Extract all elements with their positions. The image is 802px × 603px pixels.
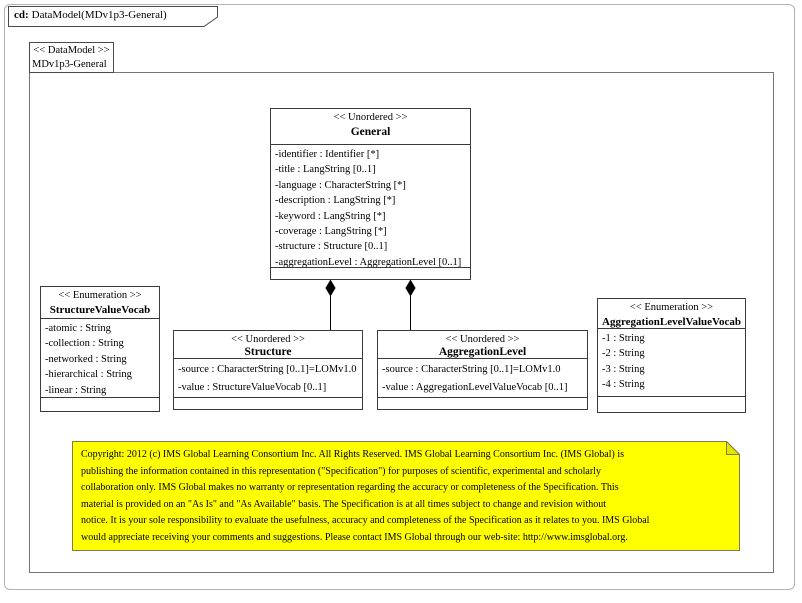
class-aggregationlevel-header: << Unordered >> AggregationLevel bbox=[378, 331, 587, 359]
class-structurevaluevocab-operations-empty bbox=[41, 398, 159, 411]
attribute-row: -source : CharacterString [0..1]=LOMv1.0 bbox=[382, 364, 561, 375]
frame-label-prefix: cd: bbox=[14, 9, 29, 21]
note-line: would appreciate receiving your comments… bbox=[81, 531, 628, 543]
class-general-operations-empty bbox=[271, 268, 470, 279]
class-structure-stereotype: << Unordered >> bbox=[231, 334, 305, 345]
note-line: collaboration only. IMS Global makes no … bbox=[81, 482, 619, 493]
attribute-row: -hierarchical : String bbox=[45, 369, 132, 381]
frame-label-shape bbox=[8, 6, 218, 27]
attribute-row: -structure : Structure [0..1] bbox=[275, 241, 388, 253]
attribute-row: -value : AggregationLevelValueVocab [0..… bbox=[382, 382, 568, 393]
attribute-row: -4 : String bbox=[602, 379, 645, 391]
class-structurevaluevocab-stereotype: << Enumeration >> bbox=[58, 290, 142, 301]
class-structure-attributes: -source : CharacterString [0..1]=LOMv1.0… bbox=[174, 359, 362, 398]
class-aggregationlevel-stereotype: << Unordered >> bbox=[445, 334, 520, 345]
class-structurevaluevocab-name: StructureValueVocab bbox=[49, 304, 151, 316]
class-aggregationlevelvaluevocab-operations-empty bbox=[598, 397, 745, 412]
attribute-row: -description : LangString [*] bbox=[275, 195, 396, 207]
attribute-row: -value : StructureValueVocab [0..1] bbox=[178, 382, 327, 393]
note-line: publishing the information contained in … bbox=[81, 465, 601, 477]
class-structurevaluevocab-attributes: -atomic : String -collection : String -n… bbox=[41, 319, 159, 398]
attribute-row: -aggregationLevel : AggregationLevel [0.… bbox=[275, 256, 462, 268]
class-structurevaluevocab: << Enumeration >> StructureValueVocab -a… bbox=[40, 286, 160, 412]
class-aggregationlevelvaluevocab-name: AggregationLevelValueVocab bbox=[602, 316, 741, 328]
class-structurevaluevocab-header: << Enumeration >> StructureValueVocab bbox=[41, 287, 159, 319]
attribute-row: -collection : String bbox=[45, 338, 124, 350]
class-structure-name: Structure bbox=[244, 346, 292, 358]
composition-general-structure bbox=[324, 279, 337, 335]
attribute-row: -3 : String bbox=[602, 363, 645, 375]
attribute-row: -linear : String bbox=[45, 384, 107, 396]
note-line: notice. It is your sole responsibility t… bbox=[81, 515, 650, 526]
class-aggregationlevel-name: AggregationLevel bbox=[438, 346, 527, 358]
class-aggregationlevelvaluevocab-attributes: -1 : String -2 : String -3 : String -4 :… bbox=[598, 329, 745, 397]
class-structure: << Unordered >> Structure -source : Char… bbox=[173, 330, 363, 410]
package-name: MDv1p3-General bbox=[32, 59, 107, 70]
class-general-name: General bbox=[350, 126, 391, 138]
class-general-header: << Unordered >> General bbox=[271, 109, 470, 145]
composition-general-aggregationlevel bbox=[404, 279, 417, 335]
class-structure-header: << Unordered >> Structure bbox=[174, 331, 362, 359]
attribute-row: -networked : String bbox=[45, 353, 127, 365]
attribute-row: -2 : String bbox=[602, 348, 645, 360]
note-line: material is provided on an "As Is" and "… bbox=[81, 498, 607, 510]
copyright-note: Copyright: 2012 (c) IMS Global Learning … bbox=[72, 441, 740, 551]
frame-label-title: DataModel(MDv1p3-General) bbox=[31, 9, 167, 21]
class-general-stereotype: << Unordered >> bbox=[333, 112, 408, 123]
attribute-row: -title : LangString [0..1] bbox=[275, 164, 376, 176]
package-stereotype: << DataModel >> bbox=[33, 45, 110, 56]
frame-label-text: cd:DataModel(MDv1p3-General) bbox=[14, 9, 167, 21]
attribute-row: -language : CharacterString [*] bbox=[275, 179, 406, 191]
note-shape bbox=[72, 441, 740, 551]
note-fold-corner bbox=[726, 441, 740, 455]
copyright-note-text: Copyright: 2012 (c) IMS Global Learning … bbox=[81, 447, 733, 546]
attribute-row: -keyword : LangString [*] bbox=[275, 210, 386, 222]
class-aggregationlevel: << Unordered >> AggregationLevel -source… bbox=[377, 330, 588, 410]
class-aggregationlevelvaluevocab: << Enumeration >> AggregationLevelValueV… bbox=[597, 298, 746, 413]
attribute-row: -source : CharacterString [0..1]=LOMv1.0 bbox=[178, 364, 357, 375]
note-line: Copyright: 2012 (c) IMS Global Learning … bbox=[81, 449, 624, 460]
class-general: << Unordered >> General -identifier : Id… bbox=[270, 108, 471, 280]
composition-diamond-line bbox=[325, 279, 336, 330]
attribute-row: -coverage : LangString [*] bbox=[275, 226, 387, 238]
diagram-frame-label: cd:DataModel(MDv1p3-General) bbox=[8, 6, 218, 27]
composition-diamond-line bbox=[405, 279, 416, 330]
package-tab: << DataModel >> MDv1p3-General bbox=[29, 42, 114, 73]
class-aggregationlevel-attributes: -source : CharacterString [0..1]=LOMv1.0… bbox=[378, 359, 587, 398]
class-aggregationlevelvaluevocab-header: << Enumeration >> AggregationLevelValueV… bbox=[598, 299, 745, 329]
attribute-row: -1 : String bbox=[602, 333, 645, 344]
attribute-row: -atomic : String bbox=[45, 323, 111, 334]
attribute-row: -identifier : Identifier [*] bbox=[275, 149, 380, 160]
class-aggregationlevelvaluevocab-stereotype: << Enumeration >> bbox=[629, 302, 714, 313]
class-structure-operations-empty bbox=[174, 398, 362, 409]
class-general-attributes: -identifier : Identifier [*] -title : La… bbox=[271, 145, 470, 268]
class-aggregationlevel-operations-empty bbox=[378, 398, 587, 409]
